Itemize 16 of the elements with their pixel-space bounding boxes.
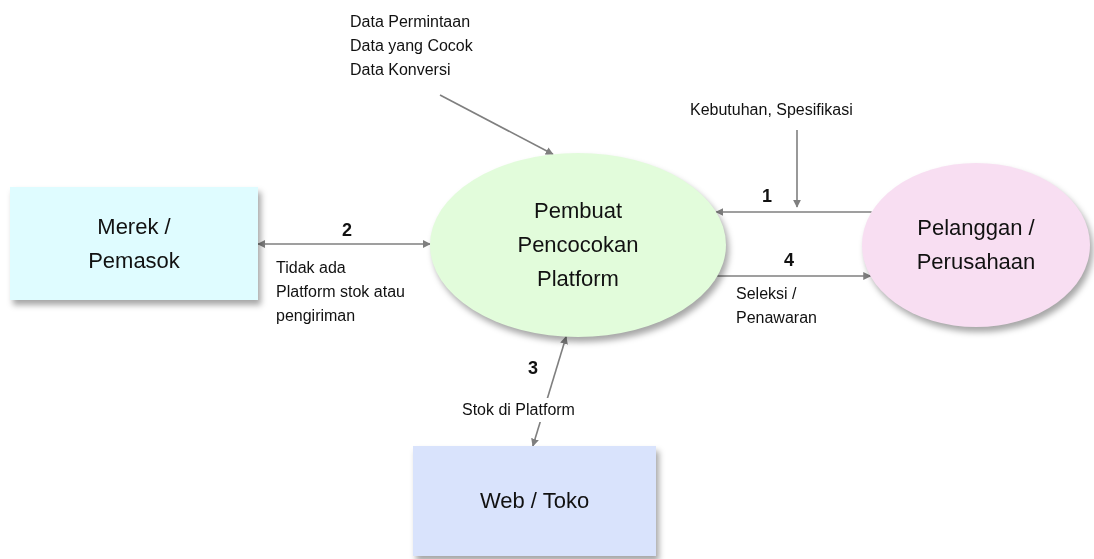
node-label: Merek / Pemasok bbox=[87, 212, 181, 275]
arrow bbox=[257, 240, 431, 248]
flow-description: Tidak ada Platform stok atau pengiriman bbox=[276, 258, 406, 326]
flow-description: Seleksi / Penawaran bbox=[736, 284, 818, 328]
entity-box bbox=[413, 446, 656, 556]
entity-box bbox=[10, 187, 258, 300]
arrow bbox=[793, 129, 801, 208]
flow-label: Kebutuhan, Spesifikasi bbox=[690, 100, 854, 120]
flow-description: Stok di Platform bbox=[462, 398, 575, 422]
arrow bbox=[716, 272, 872, 280]
node-label: Web / Toko bbox=[478, 487, 591, 515]
arrow bbox=[439, 94, 554, 156]
node-label: Pembuat Pencocokan Platform bbox=[516, 197, 640, 293]
arrow bbox=[715, 208, 873, 216]
node-label: Pelanggan / Perusahaan bbox=[915, 214, 1037, 276]
data-list-text: Data Permintaan Data yang Cocok Data Konversi bbox=[350, 12, 474, 80]
